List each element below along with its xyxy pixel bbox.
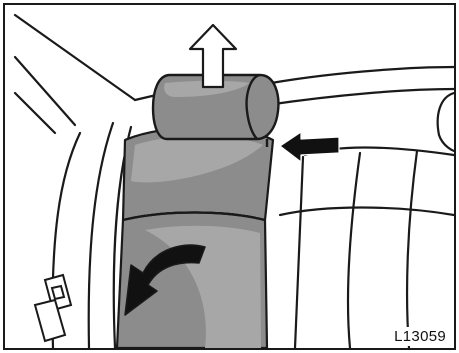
right-headrest [438, 93, 454, 151]
right-seat-edge-2 [348, 153, 360, 348]
center-seat-back [117, 127, 273, 348]
figure-code-label: L13059 [392, 327, 448, 346]
shelf-top [260, 67, 454, 85]
right-seat-edge-3 [407, 151, 417, 348]
pillar-line-1 [15, 15, 135, 100]
seat-illustration [5, 5, 454, 348]
arrow-left-icon [280, 132, 339, 162]
seat-belt-buckle [35, 275, 71, 341]
pillar-line-3 [15, 93, 55, 133]
shelf-front [267, 89, 454, 105]
pillar-line-2 [15, 57, 75, 125]
right-seat-mid [280, 208, 454, 216]
right-seat-edge-1 [295, 157, 303, 348]
left-panel-inner [89, 123, 113, 348]
illustration-frame: L13059 [3, 3, 456, 350]
